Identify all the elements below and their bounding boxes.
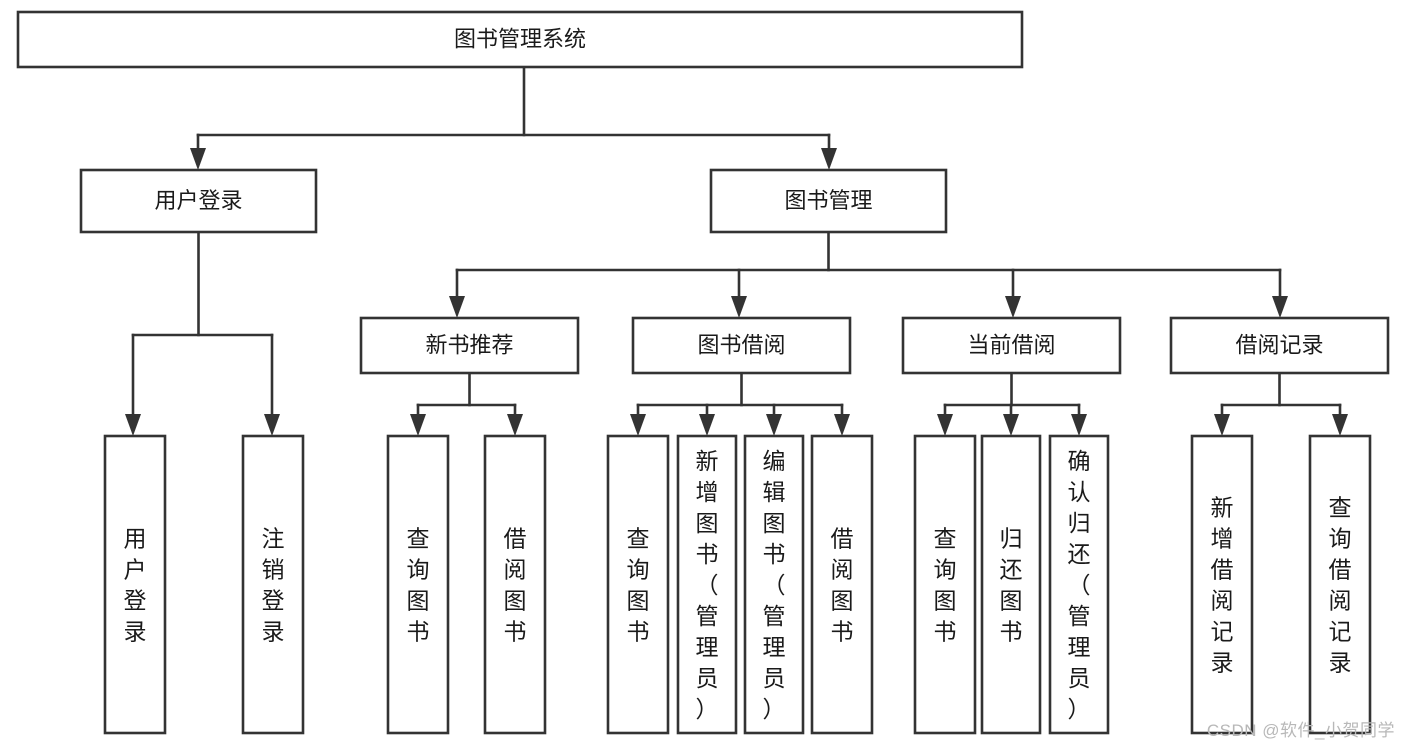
node-new-book-recommend-label: 新书推荐: [425, 332, 513, 357]
node-leaf-return-book-label: 归还图书: [1000, 526, 1023, 645]
node-leaf-query-book-1-label: 查询图书: [407, 526, 430, 645]
node-current-borrow-label: 当前借阅: [967, 332, 1055, 357]
arrow-head-icon: [264, 414, 280, 436]
node-leaf-user-login-label: 用户登录: [124, 526, 147, 645]
node-leaf-return-book[interactable]: 归还图书: [980, 434, 1042, 735]
arrow-head-icon: [1272, 296, 1288, 318]
node-leaf-query-book-1-box[interactable]: [386, 434, 450, 735]
node-leaf-confirm-return[interactable]: 确认归还（管理员）: [1048, 434, 1110, 735]
arrow-head-icon: [410, 414, 426, 436]
arrow-head-icon: [1332, 414, 1348, 436]
node-leaf-query-book-3[interactable]: 查询图书: [913, 434, 977, 735]
node-leaf-query-record-label: 查询借阅记录: [1329, 495, 1352, 676]
node-user-login-box[interactable]: [79, 168, 318, 234]
node-root-system-label: 图书管理系统: [454, 26, 586, 51]
connectors-layer: [125, 65, 1348, 436]
node-leaf-logout[interactable]: 注销登录: [241, 434, 305, 735]
node-leaf-add-record-label: 新增借阅记录: [1211, 495, 1234, 676]
arrow-head-icon: [449, 296, 465, 318]
arrow-head-icon: [507, 414, 523, 436]
node-leaf-query-book-1[interactable]: 查询图书: [386, 434, 450, 735]
node-user-login[interactable]: 用户登录: [79, 168, 318, 234]
node-leaf-borrow-book-2-box[interactable]: [810, 434, 874, 735]
arrow-head-icon: [834, 414, 850, 436]
node-book-borrow-label: 图书借阅: [697, 332, 785, 357]
node-book-manage[interactable]: 图书管理: [709, 168, 948, 234]
nodes-layer: 图书管理系统用户登录图书管理新书推荐图书借阅当前借阅借阅记录用户登录注销登录查询…: [16, 10, 1390, 735]
node-leaf-borrow-book-2[interactable]: 借阅图书: [810, 434, 874, 735]
node-leaf-query-book-2-box[interactable]: [606, 434, 670, 735]
node-leaf-add-book-label: 新增图书（管理员）: [696, 448, 719, 722]
node-book-borrow-box[interactable]: [631, 316, 852, 375]
node-leaf-confirm-return-label: 确认归还（管理员）: [1068, 448, 1091, 722]
csdn-watermark: CSDN @软件_小贺同学: [1206, 721, 1395, 740]
node-leaf-borrow-book-1[interactable]: 借阅图书: [483, 434, 547, 735]
node-book-borrow[interactable]: 图书借阅: [631, 316, 852, 375]
node-new-book-recommend-box[interactable]: [359, 316, 580, 375]
node-leaf-query-record-box[interactable]: [1308, 434, 1372, 735]
node-root-system[interactable]: 图书管理系统: [16, 10, 1024, 69]
node-leaf-borrow-book-2-label: 借阅图书: [831, 526, 854, 645]
arrow-head-icon: [1005, 296, 1021, 318]
node-current-borrow-box[interactable]: [901, 316, 1122, 375]
node-leaf-add-book-box[interactable]: [676, 434, 738, 735]
arrow-head-icon: [125, 414, 141, 436]
arrow-head-icon: [821, 148, 837, 170]
node-leaf-return-book-box[interactable]: [980, 434, 1042, 735]
node-leaf-query-record[interactable]: 查询借阅记录: [1308, 434, 1372, 735]
node-leaf-query-book-2[interactable]: 查询图书: [606, 434, 670, 735]
node-leaf-edit-book[interactable]: 编辑图书（管理员）: [743, 434, 805, 735]
arrow-head-icon: [766, 414, 782, 436]
node-leaf-borrow-book-1-label: 借阅图书: [504, 526, 527, 645]
node-borrow-record-box[interactable]: [1169, 316, 1390, 375]
node-leaf-user-login-box[interactable]: [103, 434, 167, 735]
node-leaf-confirm-return-box[interactable]: [1048, 434, 1110, 735]
node-leaf-logout-label: 注销登录: [262, 526, 285, 645]
node-root-system-box[interactable]: [16, 10, 1024, 69]
arrow-head-icon: [937, 414, 953, 436]
node-leaf-add-record[interactable]: 新增借阅记录: [1190, 434, 1254, 735]
node-leaf-edit-book-box[interactable]: [743, 434, 805, 735]
arrow-head-icon: [731, 296, 747, 318]
arrow-head-icon: [630, 414, 646, 436]
node-book-manage-label: 图书管理: [784, 188, 872, 213]
node-book-manage-box[interactable]: [709, 168, 948, 234]
node-leaf-add-book[interactable]: 新增图书（管理员）: [676, 434, 738, 735]
node-borrow-record[interactable]: 借阅记录: [1169, 316, 1390, 375]
node-leaf-edit-book-label: 编辑图书（管理员）: [763, 448, 786, 722]
node-leaf-logout-box[interactable]: [241, 434, 305, 735]
node-current-borrow[interactable]: 当前借阅: [901, 316, 1122, 375]
arrow-head-icon: [699, 414, 715, 436]
arrow-head-icon: [1071, 414, 1087, 436]
node-leaf-borrow-book-1-box[interactable]: [483, 434, 547, 735]
node-borrow-record-label: 借阅记录: [1235, 332, 1323, 357]
node-user-login-label: 用户登录: [154, 188, 242, 213]
node-leaf-add-record-box[interactable]: [1190, 434, 1254, 735]
node-leaf-query-book-3-box[interactable]: [913, 434, 977, 735]
node-leaf-query-book-3-label: 查询图书: [934, 526, 957, 645]
node-leaf-query-book-2-label: 查询图书: [627, 526, 650, 645]
arrow-head-icon: [1214, 414, 1230, 436]
arrow-head-icon: [190, 148, 206, 170]
arrow-head-icon: [1003, 414, 1019, 436]
node-leaf-user-login[interactable]: 用户登录: [103, 434, 167, 735]
node-new-book-recommend[interactable]: 新书推荐: [359, 316, 580, 375]
